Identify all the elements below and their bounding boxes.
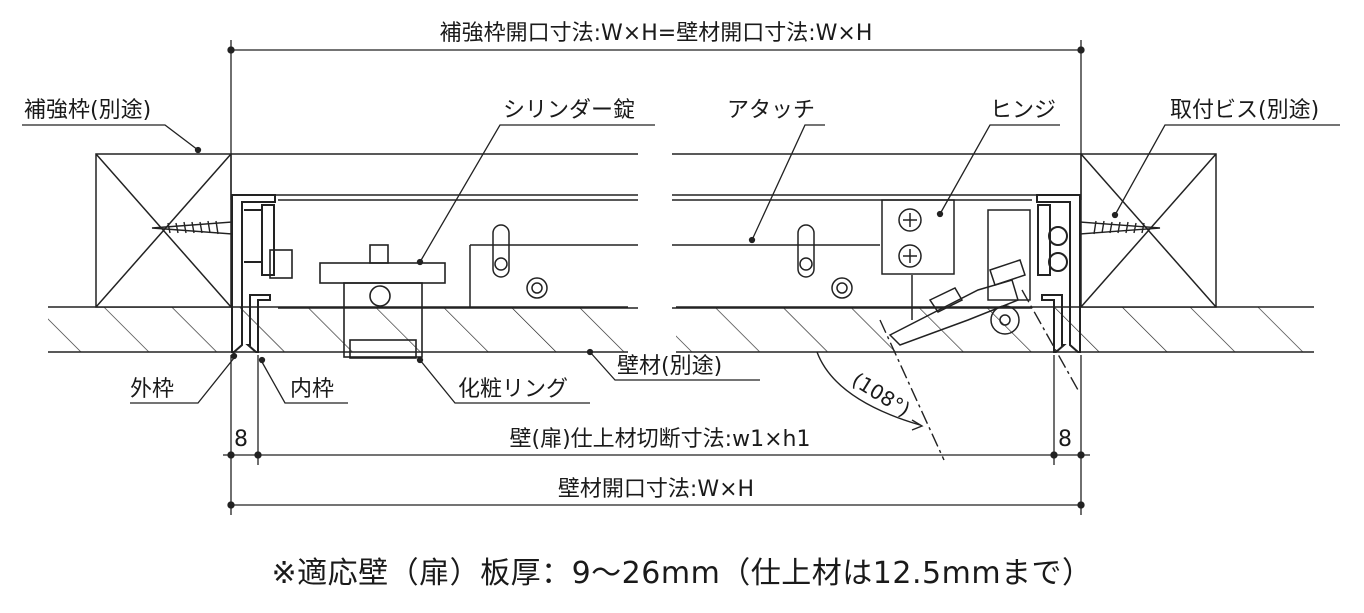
finish-cut-dimension-label: 壁(扉)仕上材切断寸法:w1×h1: [510, 427, 811, 452]
cylinder-lock: [269, 244, 446, 359]
offset-left-label: 8: [234, 427, 248, 452]
decorative-ring-label: 化粧リング: [458, 377, 568, 402]
panel-frame: [278, 199, 1032, 309]
angle-label: (108°): [848, 368, 915, 422]
reinforcement-frame-right: [1080, 153, 1217, 308]
top-board: [231, 153, 1081, 196]
mounting-screw-right: [1079, 220, 1161, 235]
outer-frame-label: 外枠: [130, 377, 174, 402]
cylinder-lock-label: シリンダー錠: [503, 98, 635, 123]
thickness-note: ※適応壁（扉）板厚：9〜26mm（仕上材は12.5mmまで）: [271, 556, 1093, 591]
wall-material: [48, 306, 1314, 353]
reinforcement-frame-left: [95, 153, 232, 308]
swing-indicator: [816, 289, 1079, 461]
wall-material-label: 壁材(別途): [617, 354, 722, 379]
leader-lines: [22, 124, 1340, 404]
top-dimension-label: 補強枠開口寸法:W×H=壁材開口寸法:W×H: [440, 21, 873, 46]
outer-frame-left: [231, 194, 276, 353]
hinge: [881, 199, 1031, 346]
outer-frame-right: [1036, 194, 1081, 353]
dimension-lines: [223, 40, 1090, 515]
attach-label: アタッチ: [727, 98, 815, 123]
offset-right-label: 8: [1058, 427, 1072, 452]
attach-holes: [492, 224, 853, 299]
wall-opening-dimension-label: 壁材開口寸法:W×H: [558, 477, 754, 502]
inner-frame-label: 内枠: [290, 377, 334, 402]
mounting-screw-label: 取付ビス(別途): [1170, 98, 1319, 123]
hinge-label: ヒンジ: [990, 98, 1056, 123]
mounting-screw-left: [151, 220, 233, 235]
reinforcement-frame-label: 補強枠(別途): [24, 98, 151, 123]
